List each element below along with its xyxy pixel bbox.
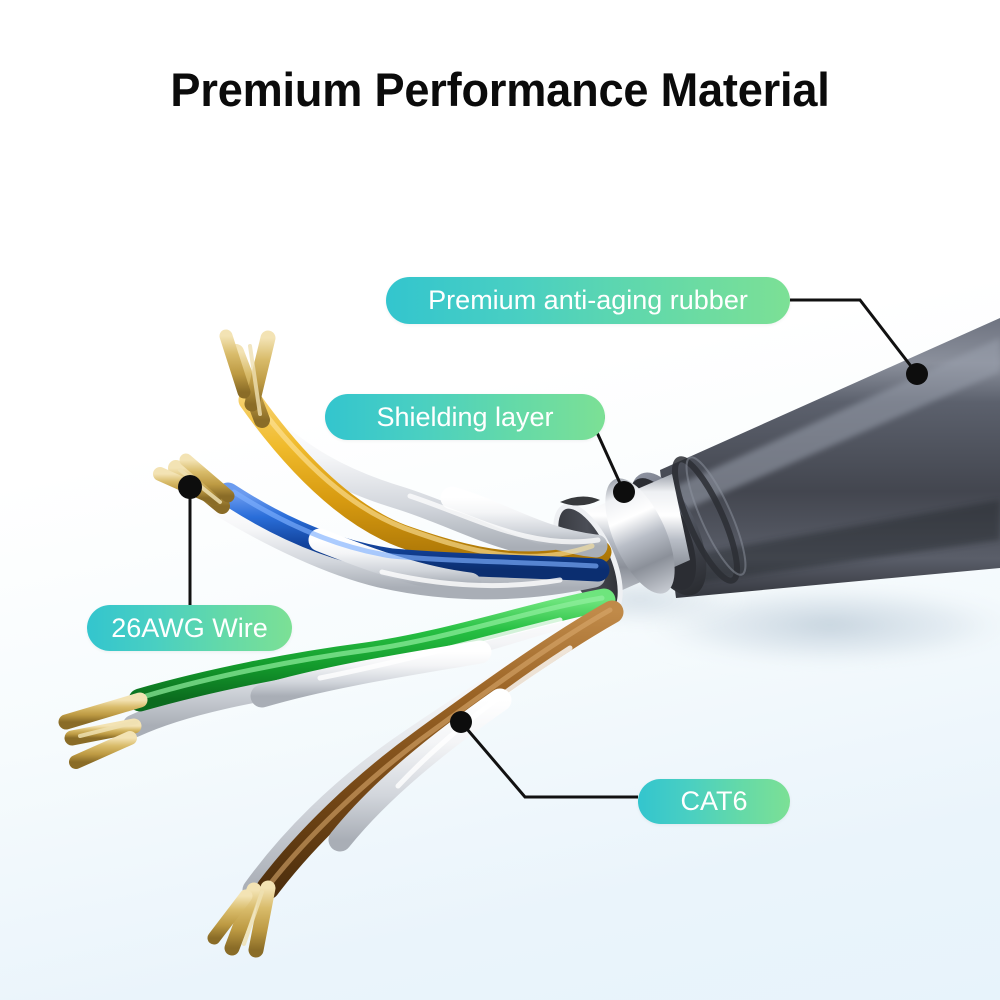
leader-dot-cat6 — [450, 711, 472, 733]
callout-cat6[interactable]: CAT6 — [638, 779, 790, 824]
page-title: Premium Performance Material — [170, 63, 830, 116]
copper-conductor-orange — [219, 329, 276, 428]
green-pair — [122, 588, 616, 738]
leader-dot-awg — [178, 475, 202, 499]
leader-line-cat6 — [450, 711, 638, 799]
leader-line-rubber — [790, 298, 928, 385]
copper-conductor-brown — [207, 880, 276, 958]
leader-line-awg — [178, 475, 202, 605]
callout-label-shield: Shielding layer — [376, 401, 554, 432]
brown-pair — [242, 600, 624, 902]
copper-conductor-green — [58, 692, 148, 769]
leader-dot-rubber — [906, 363, 928, 385]
blue-pair — [210, 482, 610, 600]
callout-label-cat6: CAT6 — [680, 786, 748, 816]
callout-label-awg: 26AWG Wire — [111, 612, 268, 643]
leader-dot-shield — [613, 481, 635, 503]
callout-label-rubber: Premium anti-aging rubber — [428, 285, 748, 315]
callout-26awg-wire[interactable]: 26AWG Wire — [87, 605, 292, 651]
callout-premium-anti-aging-rubber[interactable]: Premium anti-aging rubber — [386, 277, 790, 324]
callout-shielding-layer[interactable]: Shielding layer — [325, 394, 605, 440]
